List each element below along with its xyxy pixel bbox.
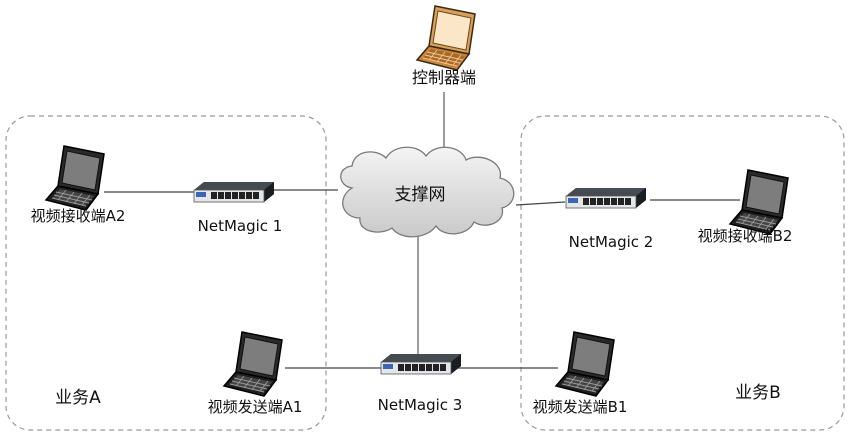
switch-1-icon bbox=[193, 181, 275, 203]
zone-b-label: 业务B bbox=[735, 383, 781, 403]
switch-2-icon bbox=[565, 187, 647, 209]
support-network-cloud bbox=[340, 146, 515, 238]
sender-a1-laptop-icon bbox=[223, 331, 283, 397]
controller-laptop-icon bbox=[416, 5, 476, 71]
switch-3-label: NetMagic 3 bbox=[378, 396, 463, 414]
sender-b1-label: 视频发送端B1 bbox=[533, 398, 628, 416]
controller-label: 控制器端 bbox=[412, 68, 476, 87]
switch-2-label: NetMagic 2 bbox=[569, 233, 654, 251]
receiver-b2-label: 视频接收端B2 bbox=[698, 227, 793, 245]
switch-3-icon bbox=[380, 353, 462, 375]
receiver-b2-laptop-icon bbox=[729, 169, 789, 235]
receiver-a2-label: 视频接收端A2 bbox=[31, 207, 126, 225]
zone-a-label: 业务A bbox=[55, 388, 101, 408]
link-cloud-switch2 bbox=[515, 201, 566, 206]
sender-b1-laptop-icon bbox=[555, 331, 615, 397]
receiver-a2-laptop-icon bbox=[45, 145, 105, 211]
switch-1-label: NetMagic 1 bbox=[198, 217, 283, 235]
cloud-label: 支撑网 bbox=[395, 185, 446, 205]
zone-a-boundary bbox=[5, 115, 327, 431]
zone-b-boundary bbox=[520, 115, 845, 431]
sender-a1-label: 视频发送端A1 bbox=[208, 398, 303, 416]
